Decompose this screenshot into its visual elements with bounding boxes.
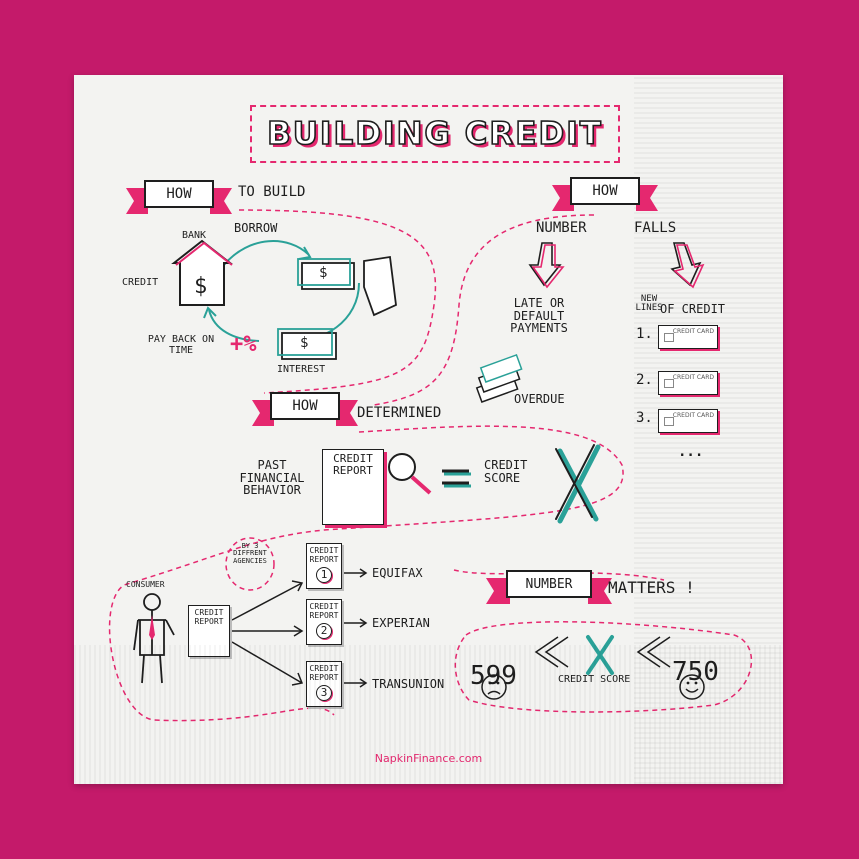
credit-label: CREDIT [122, 277, 159, 288]
page-title: BUILDING CREDIT [266, 115, 603, 153]
card-label: CREDIT CARD [672, 412, 714, 419]
report-number: 1 [316, 566, 332, 583]
footer-url[interactable]: NapkinFinance.com [374, 752, 483, 765]
how-number-falls-badge: HOW [550, 175, 660, 221]
agency-report-1: CREDIT REPORT 1 [306, 543, 342, 589]
credit-report-label: CREDIT REPORT [309, 546, 339, 564]
card-label: CREDIT CARD [672, 328, 714, 335]
percent-label: +% [230, 332, 257, 357]
ribbon-banner-icon [252, 400, 358, 426]
new-line-number: 3. [636, 410, 653, 426]
overdue-label: OVERDUE [514, 392, 565, 406]
napkin: BUILDING CREDIT HOW TO BUILD BANK CREDIT… [74, 75, 783, 784]
credit-report-icon: CREDIT REPORT [322, 449, 384, 525]
interest-dollar: $ [300, 335, 309, 351]
agency-report-2: CREDIT REPORT 2 [306, 599, 342, 645]
report-number: 2 [316, 622, 332, 639]
money-dollar: $ [319, 265, 328, 281]
ribbon-banner-icon [126, 188, 232, 214]
experian-label: EXPERIAN [372, 616, 430, 630]
credit-report-label: CREDIT REPORT [309, 602, 339, 620]
pay-back-label: PAY BACK ON TIME [147, 334, 215, 356]
report-number: 3 [316, 684, 332, 701]
card-label: CREDIT CARD [672, 374, 714, 381]
interest-label: INTEREST [277, 364, 326, 375]
credit-card-icon: CREDIT CARD [658, 325, 718, 349]
ribbon-banner-icon [486, 578, 612, 604]
consumer-label: CONSUMER [126, 580, 165, 589]
determined-heading: DETERMINED [357, 405, 442, 421]
matters-heading: MATTERS ! [608, 578, 695, 597]
credit-report-label: CREDIT REPORT [194, 608, 224, 626]
how-badge-label: HOW [570, 177, 640, 205]
how-badge-label: HOW [270, 392, 340, 420]
borrow-label: BORROW [234, 221, 278, 235]
how-to-build-badge: HOW [124, 178, 234, 224]
number-heading: NUMBER [536, 220, 587, 236]
new-line-number: 2. [636, 372, 653, 388]
of-credit-label: OF CREDIT [660, 302, 726, 316]
high-score: 750 [672, 657, 719, 687]
falls-heading: FALLS [634, 220, 677, 236]
dashed-paths [108, 209, 753, 722]
credit-report-label: CREDIT REPORT [333, 452, 373, 478]
bank-dollar: $ [194, 274, 208, 299]
bank-label: BANK [182, 230, 207, 241]
credit-card-icon: CREDIT CARD [658, 409, 718, 433]
consumer-credit-report: CREDIT REPORT [188, 605, 230, 657]
new-line-number: 1. [636, 326, 653, 342]
more-dots: ... [678, 444, 704, 460]
new-lines-label: NEW LINES [635, 294, 663, 314]
page-title-frame: BUILDING CREDIT [250, 105, 620, 163]
low-score: 599 [470, 661, 517, 691]
transunion-label: TRANSUNION [372, 677, 445, 691]
how-badge-label: HOW [144, 180, 214, 208]
late-payments-label: LATE OR DEFAULT PAYMENTS [510, 296, 568, 336]
agencies-note: BY 3 DIFFRENT AGENCIES [233, 542, 267, 565]
to-build-heading: TO BUILD [238, 184, 306, 200]
score-range-label: CREDIT SCORE [558, 674, 631, 685]
credit-card-icon: CREDIT CARD [658, 371, 718, 395]
ribbon-banner-icon [552, 185, 658, 211]
agency-report-3: CREDIT REPORT 3 [306, 661, 342, 707]
number-badge-label: NUMBER [525, 576, 573, 592]
how-determined-badge: HOW [250, 390, 360, 436]
credit-report-label: CREDIT REPORT [309, 664, 339, 682]
number-matters-badge: NUMBER [506, 570, 592, 598]
equifax-label: EQUIFAX [372, 566, 423, 580]
past-behavior-label: PAST FINANCIAL BEHAVIOR [239, 458, 305, 498]
credit-score-label: CREDIT SCORE [484, 458, 528, 485]
